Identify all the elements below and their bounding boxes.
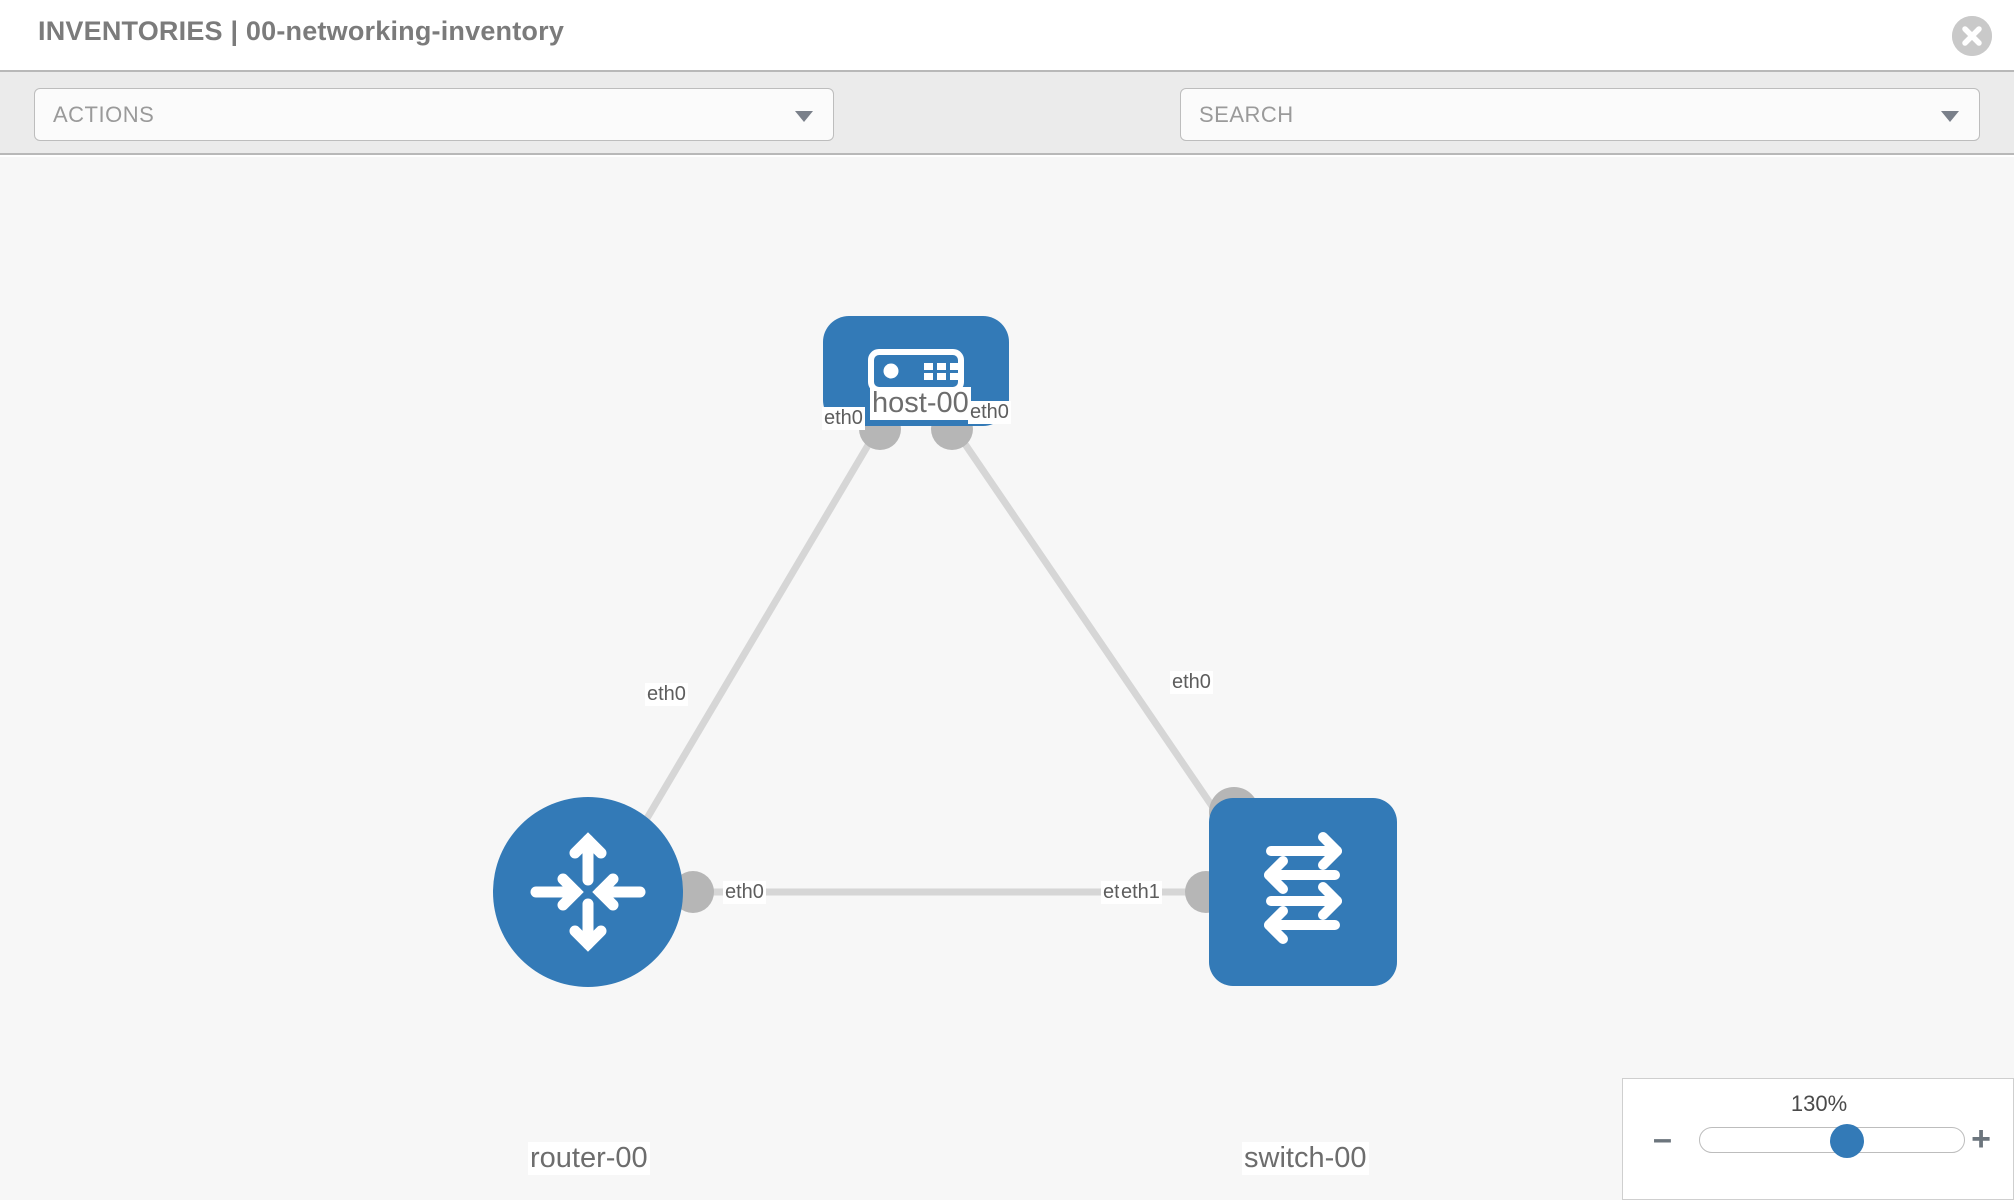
zoom-slider-thumb[interactable] <box>1829 1124 1864 1158</box>
chevron-down-icon[interactable] <box>1941 111 1959 122</box>
node-router-00[interactable] <box>493 797 683 987</box>
toolbar: ACTIONS SEARCH <box>0 70 2014 196</box>
link-host00-router00[interactable] <box>626 423 884 849</box>
port-label-switch00-eth1[interactable]: eth1 <box>1119 881 1162 904</box>
close-icon[interactable] <box>1952 16 1992 56</box>
link-host00-switch00[interactable] <box>949 423 1243 849</box>
page-header: INVENTORIES | 00-networking-inventory <box>0 0 2014 70</box>
chevron-down-icon <box>795 111 813 122</box>
zoom-control: 130% – + <box>1622 1078 2014 1200</box>
topology-links <box>626 423 1243 896</box>
topology-canvas[interactable]: host-00 eth0 eth0 eth0 eth0 eth0 eth eth… <box>0 157 2014 1200</box>
node-label-router-00[interactable]: router-00 <box>528 1142 650 1176</box>
port-label-router00-eth0-uplink[interactable]: eth0 <box>645 683 688 706</box>
search-input[interactable]: SEARCH <box>1180 88 1980 141</box>
port-label-host00-eth0-left[interactable]: eth0 <box>822 407 865 430</box>
zoom-out-button[interactable]: – <box>1653 1120 1672 1158</box>
port-label-router00-eth0[interactable]: eth0 <box>723 881 766 904</box>
actions-dropdown-label: ACTIONS <box>53 102 155 127</box>
zoom-slider-track[interactable] <box>1699 1124 1965 1158</box>
node-label-host-00[interactable]: host-00 <box>870 387 971 421</box>
port-label-host00-eth0-right[interactable]: eth0 <box>968 401 1011 424</box>
search-placeholder: SEARCH <box>1199 102 1294 127</box>
zoom-in-button[interactable]: + <box>1971 1120 1991 1158</box>
zoom-percent-label: 130% <box>1790 1091 1848 1116</box>
actions-dropdown[interactable]: ACTIONS <box>34 88 834 141</box>
topology-graph <box>493 316 1397 987</box>
endpoint-router00-right[interactable] <box>672 871 714 913</box>
topology-endpoints <box>672 408 1259 913</box>
node-label-switch-00[interactable]: switch-00 <box>1242 1142 1369 1176</box>
port-label-switch00-eth0-uplink[interactable]: eth0 <box>1170 671 1213 694</box>
node-switch-00[interactable] <box>1209 798 1397 986</box>
page-title: INVENTORIES | 00-networking-inventory <box>38 16 565 46</box>
